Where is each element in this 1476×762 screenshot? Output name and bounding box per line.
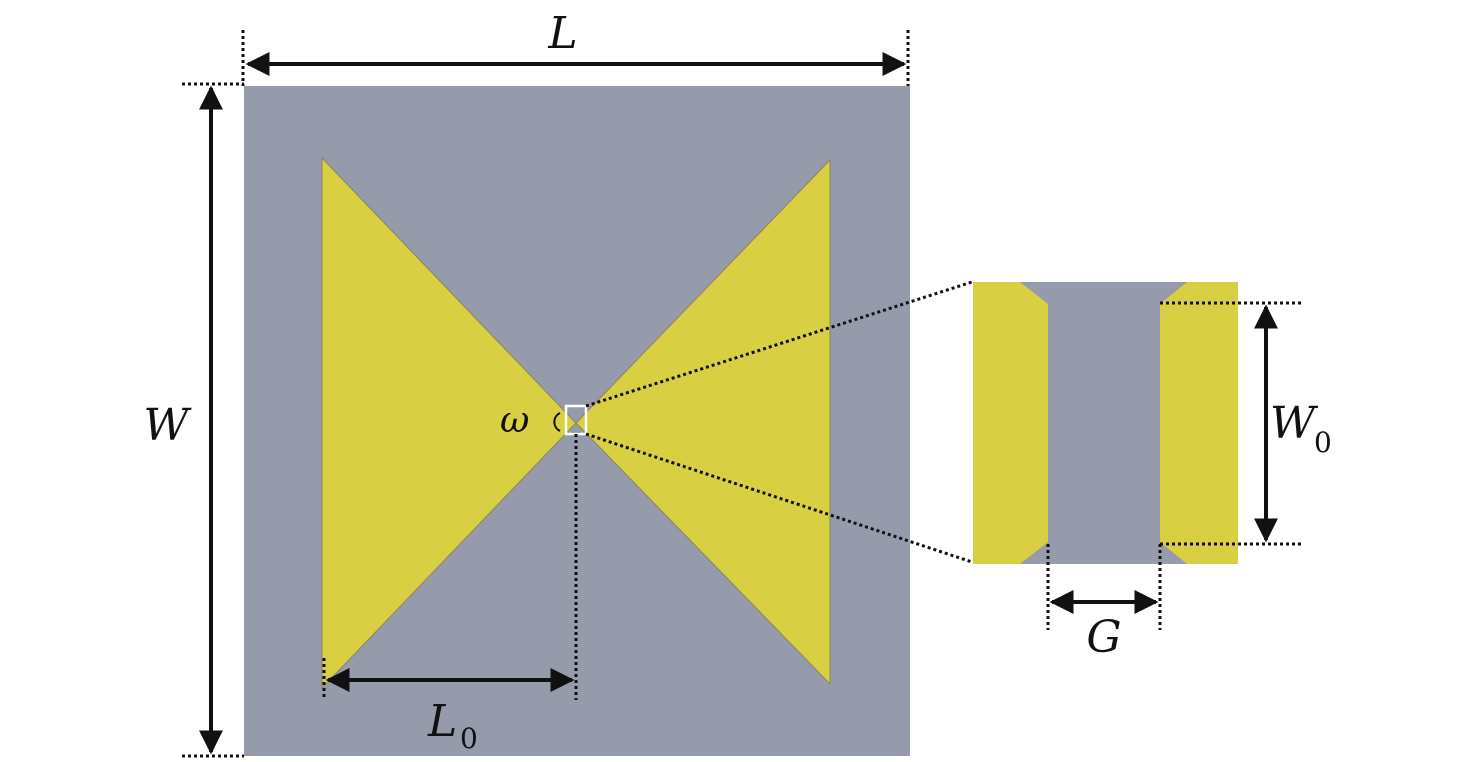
length-label: L [547, 8, 577, 59]
left-bowtie-arm [321, 156, 577, 690]
angle-arc [553, 412, 561, 432]
angle-label: ω [500, 400, 529, 441]
zoom-line-top [585, 280, 973, 408]
feed-gap-inset [973, 282, 1238, 564]
feed-width-subscript: 0 [1314, 426, 1332, 459]
inset-right-metal [1160, 282, 1238, 564]
width-label: W [143, 400, 192, 451]
zoom-line-bottom [585, 432, 973, 564]
inset-left-metal [973, 282, 1048, 564]
right-bowtie-arm [575, 158, 831, 686]
gap-label: G [1086, 612, 1121, 663]
feed-width-label: W [1270, 398, 1319, 449]
arm-length-label: L [427, 696, 457, 747]
arm-length-subscript: 0 [460, 722, 478, 755]
